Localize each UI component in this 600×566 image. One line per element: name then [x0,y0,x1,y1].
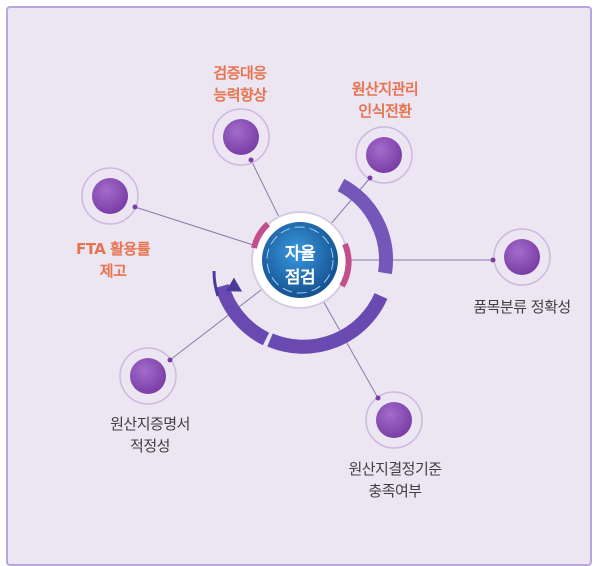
center-label: 자율 점검 [268,242,332,290]
center-accent-left [251,221,271,249]
center-label-line1: 자율 [284,244,316,264]
center-label-line2: 점검 [284,268,316,288]
node-origin-management [355,126,413,184]
ring-segment-3 [215,283,270,346]
node-verification [212,108,270,166]
ring-segment-1 [337,178,393,275]
center-core-ring [266,226,334,294]
node-certificate [119,347,177,405]
ring-arrow-head [225,277,243,292]
label-verification: 검증대응 능력향상 [213,64,267,104]
node-classification [490,228,551,286]
ring-arrow-tail [212,270,220,297]
label-origin-management: 원산지관리 인식전환 [351,80,419,120]
center-accent-right [339,242,352,288]
center-core [262,222,338,298]
label-fta-utilization: FTA 활용률 제고 [75,240,151,280]
node-fta-utilization [81,167,139,225]
label-criteria: 원산지결정기준 충족여부 [348,460,442,500]
ring-segment-2 [267,293,388,354]
label-certificate: 원산지증명서 적정성 [110,415,190,455]
label-classification: 품목분류 정확성 [473,298,571,316]
node-criteria [365,391,423,449]
outer-ring [212,178,393,354]
